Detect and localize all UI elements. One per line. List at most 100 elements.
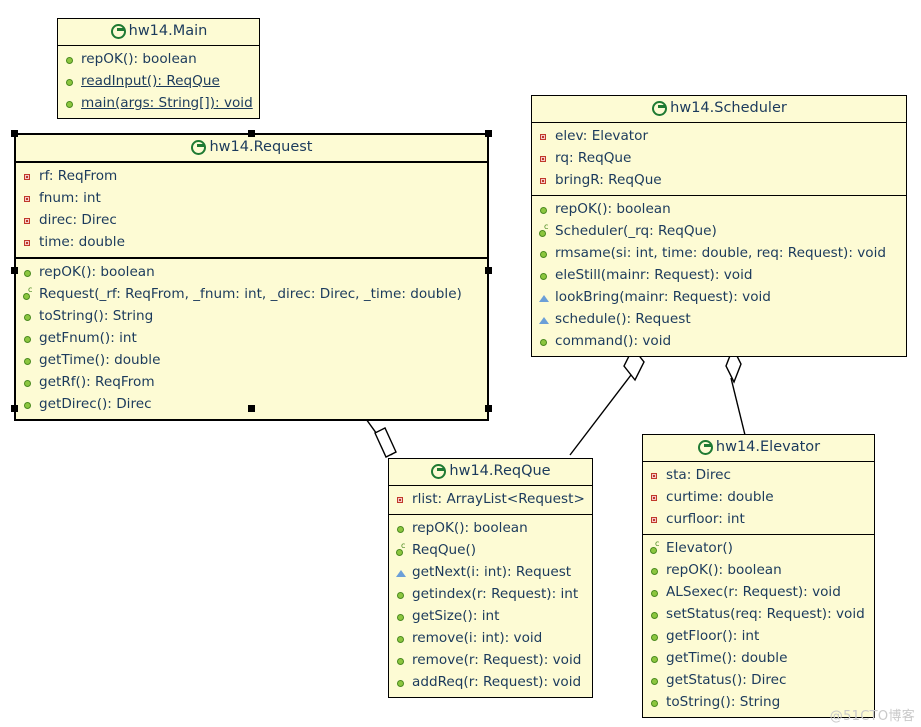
member-row[interactable]: repOK(): boolean: [63, 49, 255, 71]
constructor-icon: [394, 542, 408, 558]
member-label: curfloor: int: [666, 510, 745, 527]
member-label: toString(): String: [666, 693, 781, 710]
member-row[interactable]: getStatus(): Direc: [648, 670, 870, 692]
class-box-scheduler[interactable]: hw14.Scheduler elev: Elevator rq: ReqQue…: [531, 95, 907, 357]
member-label: rmsame(si: int, time: double, req: Reque…: [555, 244, 886, 261]
member-label: repOK(): boolean: [81, 50, 197, 67]
public-method-icon: [537, 335, 551, 349]
selection-handle-middle-right[interactable]: [485, 267, 492, 274]
member-label: getTime(): double: [39, 351, 161, 368]
watermark: @51CTO博客: [829, 709, 915, 724]
member-row[interactable]: repOK(): boolean: [648, 560, 870, 582]
member-row[interactable]: ALSexec(r: Request): void: [648, 582, 870, 604]
member-row[interactable]: rmsame(si: int, time: double, req: Reque…: [537, 243, 902, 265]
member-label: rf: ReqFrom: [39, 167, 118, 184]
selection-handle-top-right[interactable]: [485, 130, 492, 137]
member-row[interactable]: curtime: double: [648, 487, 870, 509]
member-row[interactable]: repOK(): boolean: [21, 262, 483, 284]
member-label: time: double: [39, 233, 125, 250]
member-label: getNext(i: int): Request: [412, 563, 572, 580]
selection-handle-bottom-left[interactable]: [11, 405, 18, 412]
constructor-icon: [648, 540, 662, 556]
member-row[interactable]: getSize(): int: [394, 606, 588, 628]
selection-handle-bottom-right[interactable]: [485, 405, 492, 412]
member-row[interactable]: getindex(r: Request): int: [394, 584, 588, 606]
public-method-icon: [394, 676, 408, 690]
member-row[interactable]: repOK(): boolean: [537, 199, 902, 221]
public-method-icon: [648, 630, 662, 644]
member-label: rlist: ArrayList<Request>: [412, 490, 585, 507]
member-label: getRf(): ReqFrom: [39, 373, 155, 390]
member-row[interactable]: rf: ReqFrom: [21, 166, 483, 188]
member-row[interactable]: Request(_rf: ReqFrom, _fnum: int, _direc…: [21, 284, 483, 306]
member-row[interactable]: Scheduler(_rq: ReqQue): [537, 221, 902, 243]
class-header-main: hw14.Main: [58, 19, 259, 46]
member-row[interactable]: time: double: [21, 232, 483, 254]
selection-handle-top-center[interactable]: [248, 130, 255, 137]
member-row[interactable]: rlist: ArrayList<Request>: [394, 489, 588, 511]
class-box-request[interactable]: hw14.Request rf: ReqFrom fnum: int direc…: [14, 133, 489, 421]
member-row[interactable]: curfloor: int: [648, 509, 870, 531]
member-row[interactable]: repOK(): boolean: [394, 518, 588, 540]
private-field-icon: [394, 493, 408, 507]
public-method-icon: [63, 75, 77, 89]
member-row[interactable]: getFloor(): int: [648, 626, 870, 648]
member-label: getFloor(): int: [666, 627, 760, 644]
class-title: hw14.Request: [209, 139, 313, 155]
class-header-elevator: hw14.Elevator: [643, 435, 874, 462]
relationship-scheduler-elevator: [725, 346, 746, 436]
member-row[interactable]: getRf(): ReqFrom: [21, 372, 483, 394]
private-field-icon: [537, 152, 551, 166]
public-method-icon: [648, 586, 662, 600]
member-label: ReqQue(): [412, 541, 477, 558]
member-row[interactable]: getNext(i: int): Request: [394, 562, 588, 584]
member-row[interactable]: lookBring(mainr: Request): void: [537, 287, 902, 309]
public-method-icon: [394, 522, 408, 536]
selection-handle-bottom-center[interactable]: [248, 405, 255, 412]
member-row[interactable]: fnum: int: [21, 188, 483, 210]
member-row[interactable]: schedule(): Request: [537, 309, 902, 331]
member-row[interactable]: addReq(r: Request): void: [394, 672, 588, 694]
public-method-icon: [394, 632, 408, 646]
member-row[interactable]: readInput(): ReqQue: [63, 71, 255, 93]
selection-handle-middle-left[interactable]: [11, 267, 18, 274]
public-method-icon: [537, 203, 551, 217]
member-row[interactable]: command(): void: [537, 331, 902, 353]
public-method-icon: [648, 564, 662, 578]
member-row[interactable]: getTime(): double: [648, 648, 870, 670]
public-method-icon: [21, 354, 35, 368]
member-row[interactable]: eleStill(mainr: Request): void: [537, 265, 902, 287]
member-row[interactable]: setStatus(req: Request): void: [648, 604, 870, 626]
member-row[interactable]: Elevator(): [648, 538, 870, 560]
class-box-main[interactable]: hw14.Main repOK(): boolean readInput(): …: [57, 18, 260, 119]
member-row[interactable]: getFnum(): int: [21, 328, 483, 350]
member-row[interactable]: elev: Elevator: [537, 126, 902, 148]
public-method-icon: [63, 53, 77, 67]
member-row[interactable]: direc: Direc: [21, 210, 483, 232]
class-header-request: hw14.Request: [16, 135, 487, 163]
private-field-icon: [21, 214, 35, 228]
member-row[interactable]: toString(): String: [648, 692, 870, 714]
fields-compartment-reqque: rlist: ArrayList<Request>: [389, 486, 592, 514]
member-label: eleStill(mainr: Request): void: [555, 266, 753, 283]
member-row[interactable]: getDirec(): Direc: [21, 394, 483, 416]
member-label: curtime: double: [666, 488, 774, 505]
member-row[interactable]: remove(i: int): void: [394, 628, 588, 650]
member-row[interactable]: ReqQue(): [394, 540, 588, 562]
class-box-elevator[interactable]: hw14.Elevator sta: Direc curtime: double…: [642, 434, 875, 718]
member-row[interactable]: toString(): String: [21, 306, 483, 328]
member-row[interactable]: getTime(): double: [21, 350, 483, 372]
member-row[interactable]: sta: Direc: [648, 465, 870, 487]
selection-handle-top-left[interactable]: [11, 130, 18, 137]
class-box-reqque[interactable]: hw14.ReqQue rlist: ArrayList<Request> re…: [388, 458, 593, 698]
member-row[interactable]: bringR: ReqQue: [537, 170, 902, 192]
public-method-icon: [648, 652, 662, 666]
member-row[interactable]: rq: ReqQue: [537, 148, 902, 170]
fields-compartment-scheduler: elev: Elevator rq: ReqQue bringR: ReqQue: [532, 123, 906, 195]
relationship-scheduler-reqque: [569, 346, 645, 456]
member-row[interactable]: main(args: String[]): void: [63, 93, 255, 115]
public-method-icon: [394, 654, 408, 668]
class-icon: [110, 23, 126, 39]
member-row[interactable]: remove(r: Request): void: [394, 650, 588, 672]
